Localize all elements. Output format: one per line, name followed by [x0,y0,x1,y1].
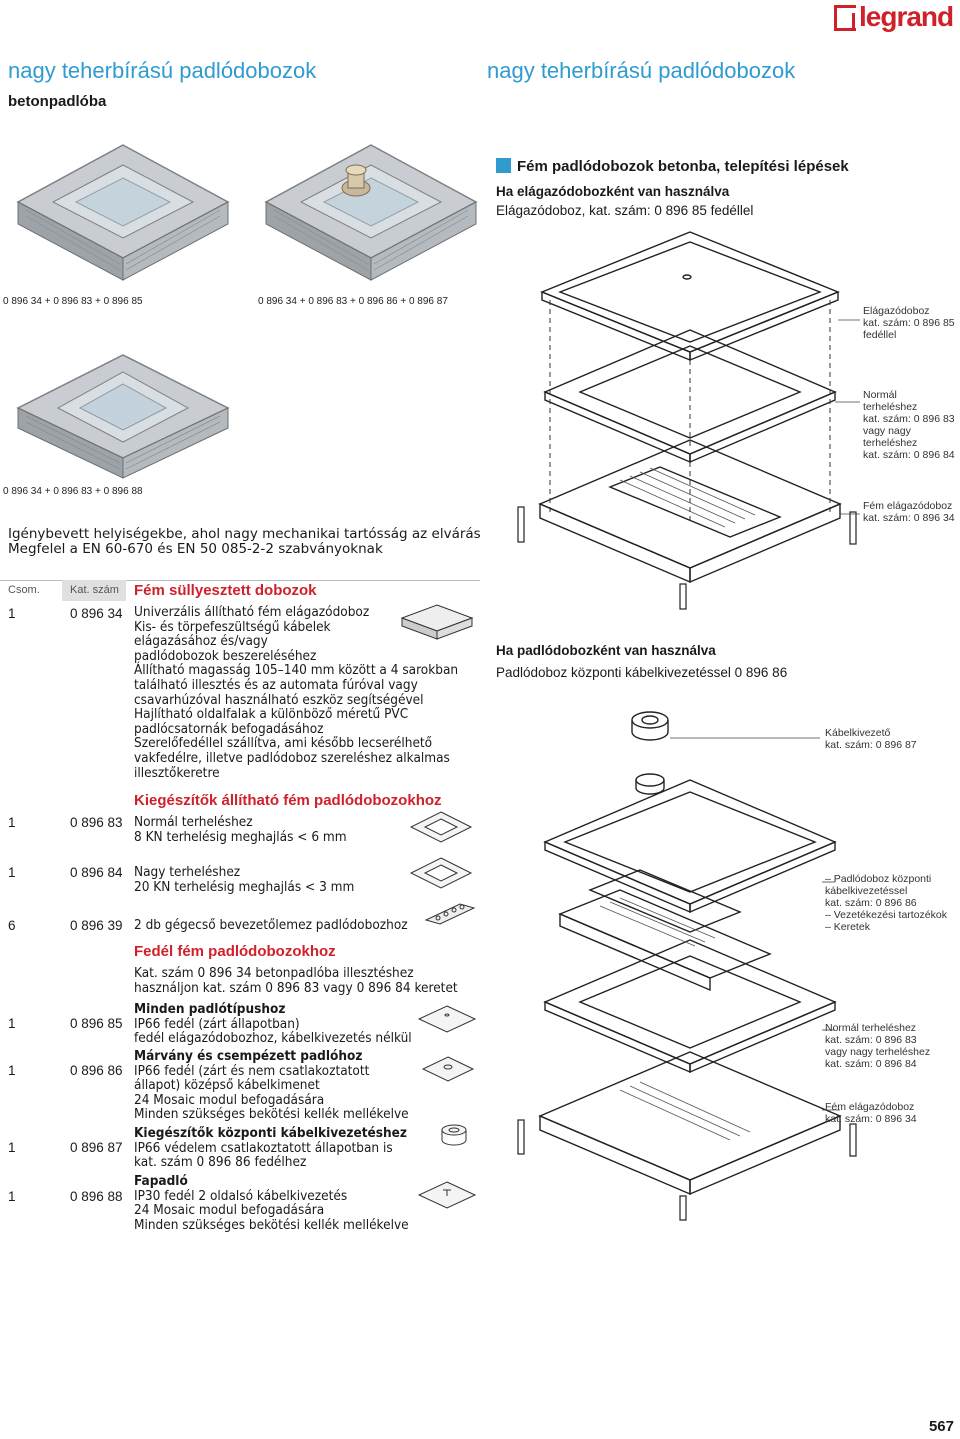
photo-caption-2: 0 896 34 + 0 896 83 + 0 896 86 + 0 896 8… [258,296,448,307]
photo-caption-3: 0 896 34 + 0 896 83 + 0 896 88 [3,486,143,497]
col-header-qty: Csom. [8,584,40,596]
group-heading-boxes: Fém süllyesztett dobozok [134,582,317,599]
product-photo-1 [16,144,230,281]
requirement-line: Igénybevett helyiségekbe, ahol nagy mech… [8,526,481,542]
page-number: 567 [928,1418,954,1435]
col-header-cat: Kat. szám [70,584,119,596]
row-qty: 1 [8,815,16,830]
use2-text: Padlódoboz központi kábelkivezetéssel 0 … [496,665,788,680]
exploded-diagram-floor-box [517,711,857,1221]
section-square-icon [496,158,511,173]
product-thumb-089686 [421,1056,475,1082]
use1-title: Ha elágazódobozként van használva [496,184,730,199]
row-description: 2 db gégecső bevezetőlemez padlódobozhoz [134,917,408,933]
row-qty: 1 [8,1016,16,1031]
product-thumb-089687 [441,1124,467,1146]
covers-intro: Kat. szám 0 896 34 betonpadlóba illeszté… [134,965,458,996]
product-photo-2 [264,144,478,281]
product-thumb-089639 [424,903,476,925]
product-thumb-089688 [417,1181,477,1209]
row-cat: 0 896 83 [70,815,123,830]
row-cat: 0 896 87 [70,1140,123,1155]
row-qty: 1 [8,1063,16,1078]
product-thumb-089684 [409,857,473,889]
page-subtitle: betonpadlóba [8,93,107,110]
requirements: Igénybevett helyiségekbe, ahol nagy mech… [8,527,481,557]
row-qty: 1 [8,1140,16,1155]
row-cat: 0 896 85 [70,1016,123,1031]
product-photo-3 [16,354,230,479]
row-cat: 0 896 34 [70,606,123,621]
group-heading-accessories: Kiegészítők állítható fém padlódobozokho… [134,792,442,809]
use2-title: Ha padlódobozként van használva [496,643,716,658]
row-qty: 1 [8,865,16,880]
page-title-left: nagy teherbírású padlódobozok [8,58,317,83]
row-cat: 0 896 88 [70,1189,123,1204]
exploded-diagram-junction-box [517,231,860,610]
product-thumb-089685 [417,1005,477,1033]
row-qty: 6 [8,918,16,933]
group-heading-covers: Fedél fém padlódobozokhoz [134,943,336,960]
row-cat: 0 896 84 [70,865,123,880]
photo-caption-1: 0 896 34 + 0 896 83 + 0 896 85 [3,296,143,307]
product-thumb-089683 [409,811,473,843]
page-title-right: nagy teherbírású padlódobozok [487,58,796,83]
legrand-logo-text: legrand [859,1,954,32]
legrand-logo-mark-icon [834,5,856,31]
row-qty: 1 [8,606,16,621]
install-heading: Fém padlódobozok betonba, telepítési lép… [496,158,849,175]
table-header-bar [0,580,480,601]
row-cat: 0 896 86 [70,1063,123,1078]
legrand-logo: legrand [834,1,958,33]
use1-text: Elágazódoboz, kat. szám: 0 896 85 fedéll… [496,203,754,218]
product-thumb-089634 [400,604,474,640]
table-header-cat-bg [62,580,126,601]
row-cat: 0 896 39 [70,918,123,933]
requirement-line: Megfelel a EN 60-670 és EN 50 085-2-2 sz… [8,541,383,557]
row-qty: 1 [8,1189,16,1204]
